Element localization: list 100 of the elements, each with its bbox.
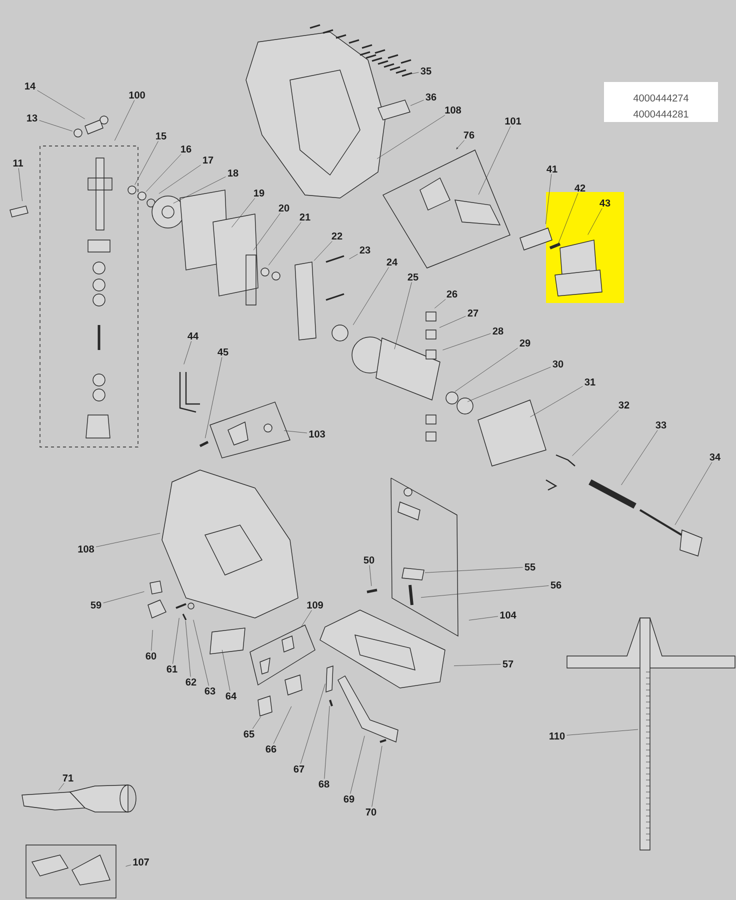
leader-line bbox=[172, 618, 180, 664]
callout-number: 60 bbox=[146, 652, 156, 660]
callout-number: 56 bbox=[550, 581, 562, 589]
callout-number: 25 bbox=[408, 273, 418, 281]
callout-number: 41 bbox=[546, 166, 558, 172]
leader-line bbox=[439, 316, 466, 328]
callout-number: 100 bbox=[129, 91, 145, 99]
callout-number: 15 bbox=[156, 132, 166, 140]
callout-number: 21 bbox=[300, 214, 310, 220]
callout-number: 108 bbox=[78, 545, 94, 553]
callout-number: 18 bbox=[228, 169, 238, 177]
callout-number: 59 bbox=[90, 601, 102, 609]
leader-line bbox=[372, 746, 382, 807]
callout-number: 57 bbox=[502, 660, 514, 668]
leader-line bbox=[300, 684, 326, 764]
leader-line bbox=[454, 664, 501, 666]
callout-number: 63 bbox=[204, 687, 216, 695]
leader-line bbox=[350, 736, 365, 794]
callout-number: 27 bbox=[468, 310, 478, 316]
callout-number: 32 bbox=[618, 401, 630, 409]
callout-number: 104 bbox=[500, 611, 516, 619]
leader-line bbox=[434, 299, 446, 308]
callout-number: 67 bbox=[294, 765, 304, 773]
leader-line bbox=[173, 176, 226, 204]
leader-line bbox=[352, 267, 389, 326]
callout-number: 14 bbox=[25, 82, 36, 90]
leader-line bbox=[232, 198, 256, 228]
callout-number: 108 bbox=[445, 106, 462, 114]
callout-number: 107 bbox=[133, 858, 149, 866]
leader-line bbox=[478, 126, 511, 195]
leader-line bbox=[556, 193, 578, 247]
leader-line bbox=[301, 610, 312, 628]
callout-number: 69 bbox=[344, 795, 354, 803]
callout-number: 11 bbox=[13, 160, 23, 166]
leader-line bbox=[394, 282, 412, 350]
leader-line bbox=[324, 706, 330, 779]
callout-number: 101 bbox=[505, 117, 522, 125]
callout-number: 50 bbox=[364, 556, 374, 564]
leader-line bbox=[572, 410, 619, 456]
model-number: 4000444274 bbox=[633, 94, 688, 102]
leader-line bbox=[376, 115, 446, 159]
leader-line bbox=[588, 208, 602, 235]
callout-number: 42 bbox=[574, 184, 586, 192]
callout-number: 43 bbox=[600, 199, 610, 207]
callout-number: 44 bbox=[188, 332, 198, 340]
callout-number: 24 bbox=[386, 258, 398, 266]
callout-number: 64 bbox=[226, 692, 236, 700]
leader-line bbox=[468, 616, 498, 620]
leader-line bbox=[146, 154, 182, 192]
leader-line bbox=[674, 462, 712, 526]
callout-number: 68 bbox=[318, 780, 330, 788]
leader-line bbox=[193, 620, 209, 686]
leader-line bbox=[126, 864, 132, 867]
callout-number: 13 bbox=[27, 114, 38, 122]
callout-number: 45 bbox=[218, 348, 228, 356]
leader-line bbox=[314, 241, 332, 261]
callout-number: 61 bbox=[166, 665, 178, 673]
callout-number: 70 bbox=[366, 808, 376, 816]
leader-line bbox=[114, 100, 135, 141]
leader-line bbox=[530, 386, 583, 418]
callout-number: 36 bbox=[426, 93, 436, 101]
leader-line bbox=[621, 430, 658, 486]
callout-number: 34 bbox=[710, 453, 720, 461]
leader-line bbox=[369, 565, 372, 586]
callout-number: 110 bbox=[550, 732, 565, 740]
leader-line bbox=[467, 366, 551, 402]
callout-number: 62 bbox=[186, 678, 196, 686]
leader-line bbox=[185, 620, 191, 677]
callout-number: 65 bbox=[244, 730, 254, 738]
leader-line bbox=[253, 213, 280, 250]
leader-line bbox=[252, 716, 261, 729]
leader-line bbox=[151, 630, 153, 651]
callout-number: 71 bbox=[62, 774, 74, 782]
callout-number: 33 bbox=[656, 421, 666, 429]
callout-number: 109 bbox=[307, 601, 323, 609]
leader-line bbox=[103, 591, 144, 604]
leader-line bbox=[424, 567, 523, 573]
callout-number: 22 bbox=[332, 232, 342, 240]
leader-line bbox=[39, 120, 72, 132]
callout-number: 55 bbox=[524, 564, 536, 570]
leader-line bbox=[96, 533, 160, 548]
callout-number: 66 bbox=[266, 745, 276, 753]
callout-number: 17 bbox=[203, 156, 214, 164]
leader-line bbox=[349, 254, 358, 260]
callout-number: 35 bbox=[420, 67, 432, 75]
leader-line bbox=[273, 706, 292, 744]
leader-line bbox=[566, 729, 638, 736]
leader-line bbox=[18, 168, 23, 202]
leader-line bbox=[410, 72, 419, 74]
leader-line bbox=[58, 782, 64, 790]
leader-line bbox=[184, 340, 192, 364]
callout-number: 103 bbox=[309, 430, 325, 438]
leader-line bbox=[205, 357, 222, 438]
callout-number: 23 bbox=[360, 246, 370, 254]
leader-line bbox=[284, 430, 308, 434]
callout-number: 29 bbox=[520, 339, 530, 347]
leader-line bbox=[37, 90, 86, 120]
callout-number: 30 bbox=[552, 360, 564, 368]
callout-number: 28 bbox=[492, 327, 504, 335]
leader-line bbox=[222, 650, 230, 691]
